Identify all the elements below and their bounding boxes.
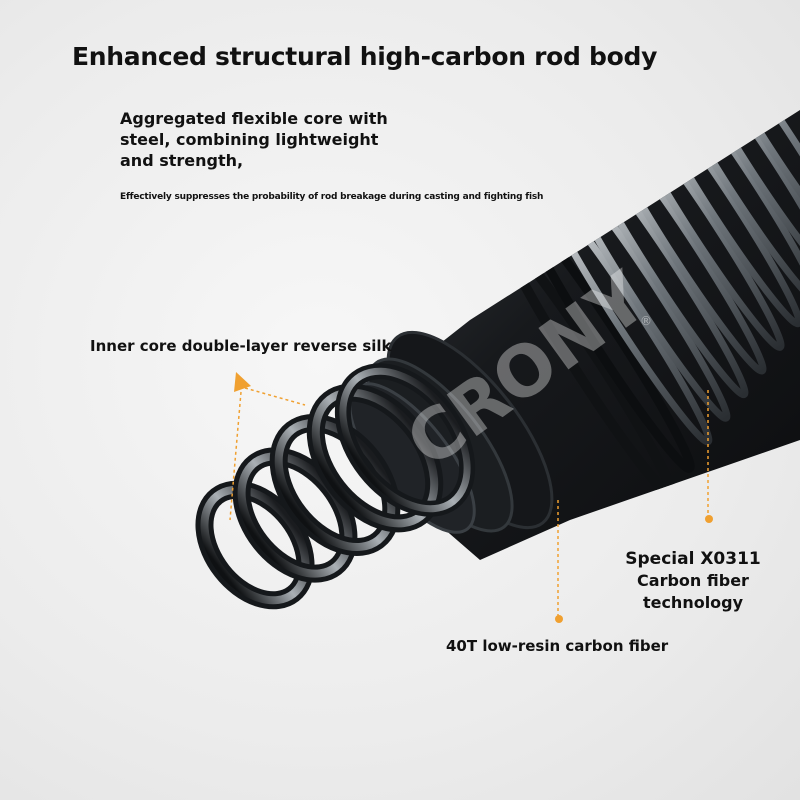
intro-note: Effectively suppresses the probability o… <box>120 192 544 202</box>
special-fiber-label: Special X0311 Carbon fiber technology <box>600 548 786 614</box>
triangle-up-icon <box>234 372 251 392</box>
special-label-line: technology <box>642 593 744 612</box>
intro-line: steel, combining lightweight <box>120 130 379 149</box>
callout-lines <box>229 387 709 618</box>
rod-body <box>330 110 800 560</box>
special-label-line: Carbon fiber <box>637 571 749 590</box>
special-label-line: Special X0311 <box>625 549 761 569</box>
fiber-40t-label: 40T low-resin carbon fiber <box>446 637 669 655</box>
inner-sleeve-layers <box>348 330 554 534</box>
inner-coil <box>195 363 476 610</box>
intro-line: and strength, <box>120 151 244 170</box>
intro-line: Aggregated flexible core with <box>120 109 388 128</box>
page-title: Enhanced structural high-carbon rod body <box>72 42 658 71</box>
dot-icon <box>555 615 563 623</box>
dot-icon <box>705 515 713 523</box>
inner-core-leader <box>244 387 306 406</box>
registered-mark-icon: ® <box>640 314 652 328</box>
intro-description: Aggregated flexible core with steel, com… <box>120 108 420 171</box>
inner-core-label: Inner core double-layer reverse silk <box>90 337 392 355</box>
